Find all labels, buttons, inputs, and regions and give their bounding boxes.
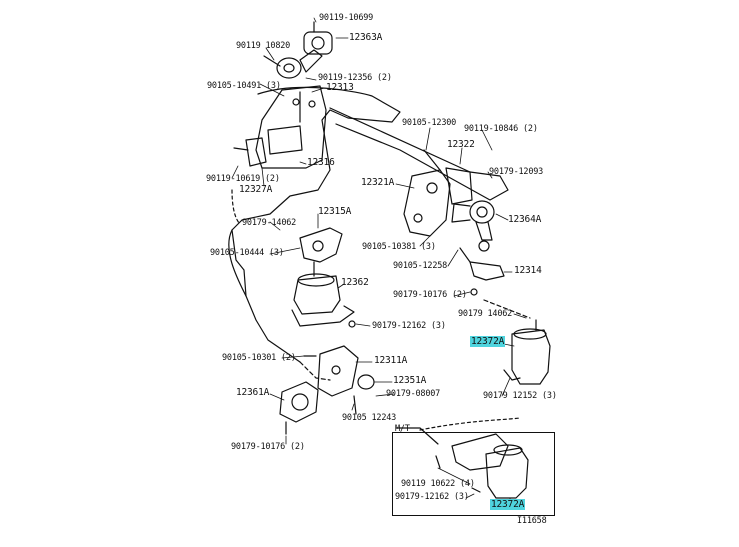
mount-12361A-shape xyxy=(279,381,319,435)
engine-lower-dashed xyxy=(299,361,331,381)
mount-12364A-shape xyxy=(451,200,495,252)
inset-label-mt: M/T xyxy=(395,424,410,434)
part-label-90105-10301: 90105-10301 (2) xyxy=(222,353,296,363)
part-label-12327A: 12327A xyxy=(239,184,273,195)
part-label-12351A: 12351A xyxy=(393,375,427,386)
part-label-90105-12300: 90105-12300 xyxy=(402,118,457,128)
part-label-12372A-main-text: 12372A xyxy=(470,336,506,347)
part-label-12362: 12362 xyxy=(341,277,369,288)
mount-12363A-shape xyxy=(263,21,333,79)
mount-12362-shape xyxy=(291,227,356,328)
part-label-90179-08007: 90179-08007 xyxy=(386,389,441,399)
part-label-90179-10176-lower: 90179-10176 (2) xyxy=(231,442,305,452)
mt-inset-frame xyxy=(392,432,555,516)
bracket-12311A-shape xyxy=(303,345,375,415)
part-label-90119-10699: 90119-10699 xyxy=(319,13,374,23)
part-label-90179-12162-inset: 90179-12162 (3) xyxy=(395,492,469,502)
part-label-90119-10846: 90119-10846 (2) xyxy=(464,124,538,134)
part-label-90119-12356: 90119-12356 (2) xyxy=(318,73,392,83)
part-label-90119-10622: 90119 10622 (4) xyxy=(401,479,475,489)
part-label-90179-10176-upper: 90179-10176 (2) xyxy=(393,290,467,300)
part-label-12314: 12314 xyxy=(514,265,542,276)
part-label-12311A: 12311A xyxy=(374,355,408,366)
engine-outline-lower xyxy=(228,229,247,297)
bracket-12321A-shape xyxy=(403,149,473,237)
mount-12372A-shape xyxy=(483,299,551,385)
part-label-90119-10820: 90119 10820 xyxy=(236,41,291,51)
leader-lines xyxy=(231,17,527,501)
part-label-90105-10381: 90105-10381 (3) xyxy=(362,242,436,252)
part-label-90179-12093: 90179-12093 xyxy=(489,167,544,177)
part-label-12315A: 12315A xyxy=(318,206,352,217)
part-label-12363A: 12363A xyxy=(349,32,383,43)
figure-id: I11658 xyxy=(517,516,547,526)
part-label-12364A: 12364A xyxy=(508,214,542,225)
part-label-12321A: 12321A xyxy=(361,177,395,188)
part-label-90179-14062: 90179-14062 xyxy=(242,218,297,228)
inset-mount-shape xyxy=(395,427,529,499)
part-label-90105-12243: 90105 12243 xyxy=(342,413,397,423)
part-label-12316: 12316 xyxy=(307,157,335,168)
part-label-12372A-inset: 12372A xyxy=(490,499,526,510)
part-label-12361A: 12361A xyxy=(236,387,270,398)
part-label-12372A-inset-text: 12372A xyxy=(490,499,526,510)
part-label-90105-12258: 90105-12258 xyxy=(393,261,448,271)
bracket-12316-shape xyxy=(233,85,327,169)
part-label-90105-10491: 90105-10491 (3) xyxy=(207,81,281,91)
part-label-12372A-main: 12372A xyxy=(470,336,506,347)
part-label-90119-10619: 90119-10619 (2) xyxy=(206,174,280,184)
bracket-12314-shape xyxy=(459,247,505,296)
part-label-12322: 12322 xyxy=(447,139,475,150)
part-label-90179-12162-upper: 90179-12162 (3) xyxy=(372,321,446,331)
part-label-90179-14062-right: 90179 14062 xyxy=(458,309,513,319)
part-label-90179-12152: 90179 12152 (3) xyxy=(483,391,557,401)
part-label-90105-10444: 90105-10444 (3) xyxy=(210,248,284,258)
part-label-12313: 12313 xyxy=(326,82,354,93)
